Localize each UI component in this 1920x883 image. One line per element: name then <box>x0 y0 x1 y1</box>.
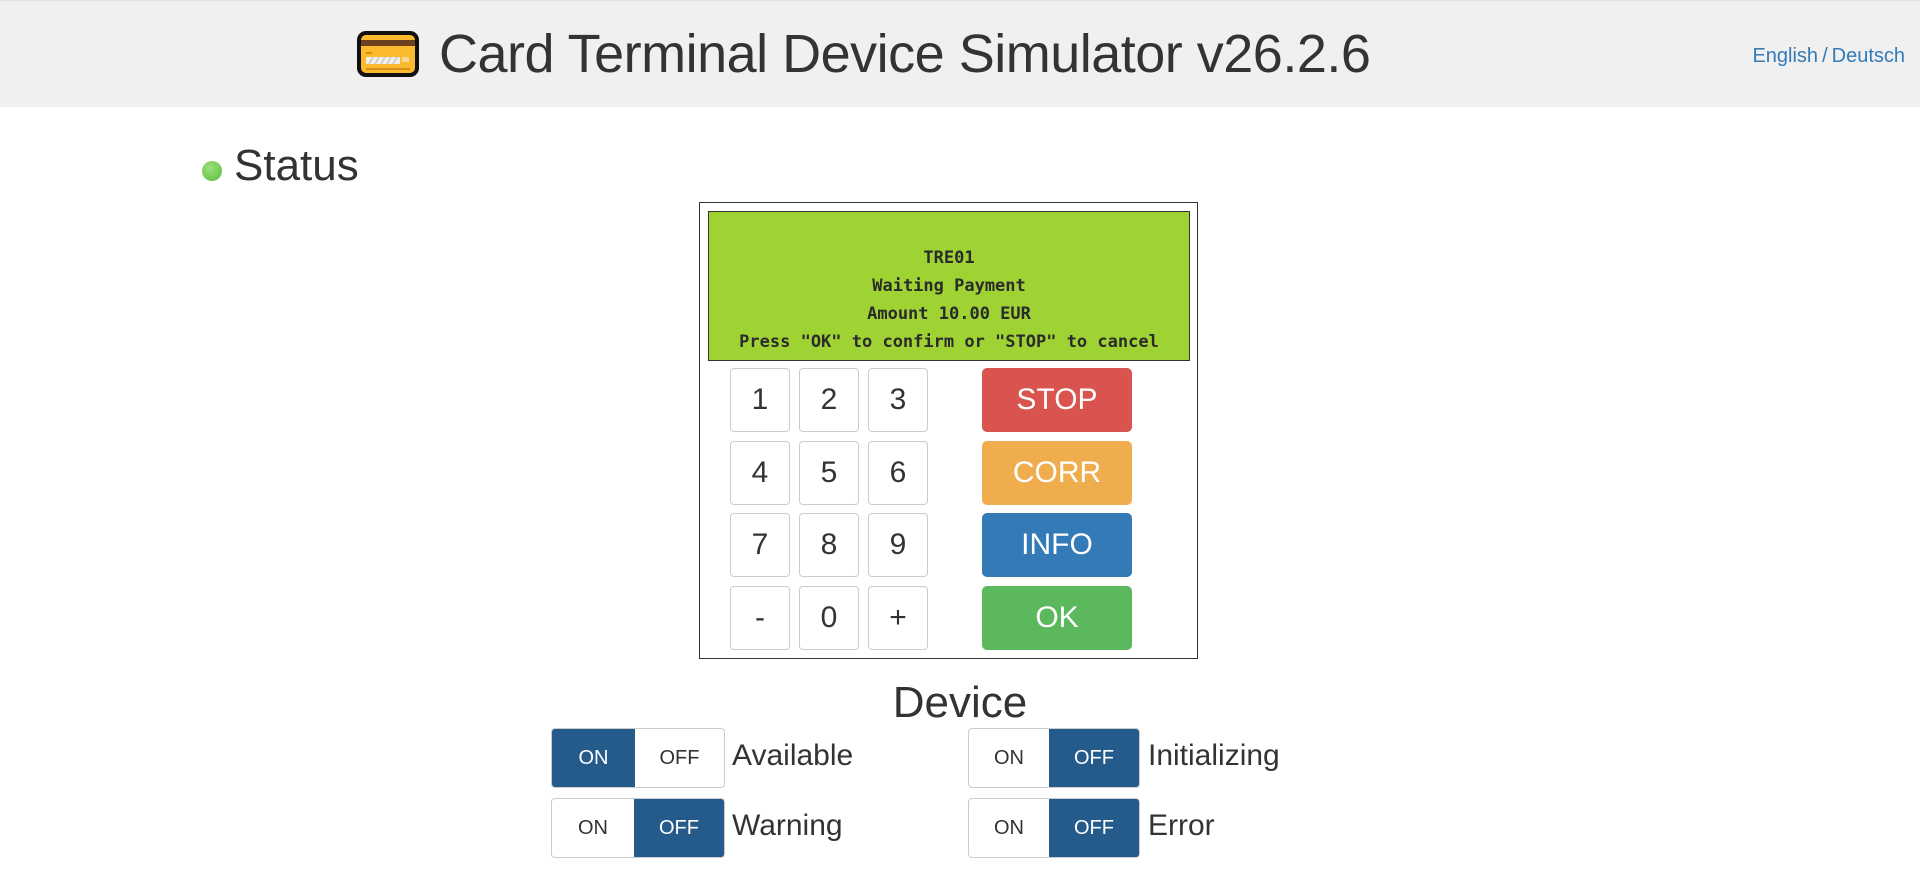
toggle-available-label: Available <box>732 739 854 772</box>
toggle-initializing[interactable]: ON OFF <box>968 728 1140 788</box>
terminal-display: TRE01 Waiting Payment Amount 10.00 EUR P… <box>708 211 1190 361</box>
info-button[interactable]: INFO <box>982 513 1132 577</box>
toggle-warning-off[interactable]: OFF <box>634 799 724 857</box>
display-line-state: Waiting Payment <box>872 276 1026 296</box>
key-0[interactable]: 0 <box>799 586 859 650</box>
display-line-instruction: Press "OK" to confirm or "STOP" to cance… <box>739 332 1159 352</box>
key-minus[interactable]: - <box>730 586 790 650</box>
ok-button[interactable]: OK <box>982 586 1132 650</box>
language-deutsch-link[interactable]: Deutsch <box>1831 45 1905 67</box>
toggle-error-on[interactable]: ON <box>994 816 1024 839</box>
toggle-warning[interactable]: ON OFF <box>551 798 725 858</box>
key-5[interactable]: 5 <box>799 441 859 505</box>
toggle-available-on[interactable]: ON <box>552 729 635 787</box>
toggle-error[interactable]: ON OFF <box>968 798 1140 858</box>
key-2[interactable]: 2 <box>799 368 859 432</box>
page-title: Card Terminal Device Simulator v26.2.6 <box>439 24 1371 84</box>
status-indicator-icon <box>202 161 222 181</box>
language-english-link[interactable]: English <box>1752 45 1819 67</box>
key-6[interactable]: 6 <box>868 441 928 505</box>
toggle-available-off[interactable]: OFF <box>659 746 700 769</box>
status-section: Status <box>202 138 359 194</box>
credit-card-icon <box>357 31 419 77</box>
key-3[interactable]: 3 <box>868 368 928 432</box>
toggle-initializing-off[interactable]: OFF <box>1049 729 1139 787</box>
toggle-initializing-on[interactable]: ON <box>994 746 1024 769</box>
status-heading: Status <box>234 141 359 190</box>
language-switcher: English/Deutsch <box>1752 45 1905 68</box>
key-9[interactable]: 9 <box>868 513 928 577</box>
toggle-available[interactable]: ON OFF <box>551 728 725 788</box>
toggle-warning-label: Warning <box>732 809 843 842</box>
language-separator: / <box>1822 45 1828 67</box>
toggle-error-off[interactable]: OFF <box>1049 799 1139 857</box>
display-line-amount: Amount 10.00 EUR <box>867 304 1031 324</box>
key-7[interactable]: 7 <box>730 513 790 577</box>
key-8[interactable]: 8 <box>799 513 859 577</box>
key-plus[interactable]: + <box>868 586 928 650</box>
key-4[interactable]: 4 <box>730 441 790 505</box>
stop-button[interactable]: STOP <box>982 368 1132 432</box>
corr-button[interactable]: CORR <box>982 441 1132 505</box>
app-header: Card Terminal Device Simulator v26.2.6 E… <box>0 0 1920 107</box>
title-wrap: Card Terminal Device Simulator v26.2.6 <box>357 23 1371 85</box>
toggle-initializing-label: Initializing <box>1148 739 1280 772</box>
key-1[interactable]: 1 <box>730 368 790 432</box>
device-heading: Device <box>892 678 1028 727</box>
toggle-error-label: Error <box>1148 809 1215 842</box>
display-line-terminal-id: TRE01 <box>923 248 975 268</box>
toggle-warning-on[interactable]: ON <box>578 816 608 839</box>
card-terminal: TRE01 Waiting Payment Amount 10.00 EUR P… <box>699 202 1198 659</box>
